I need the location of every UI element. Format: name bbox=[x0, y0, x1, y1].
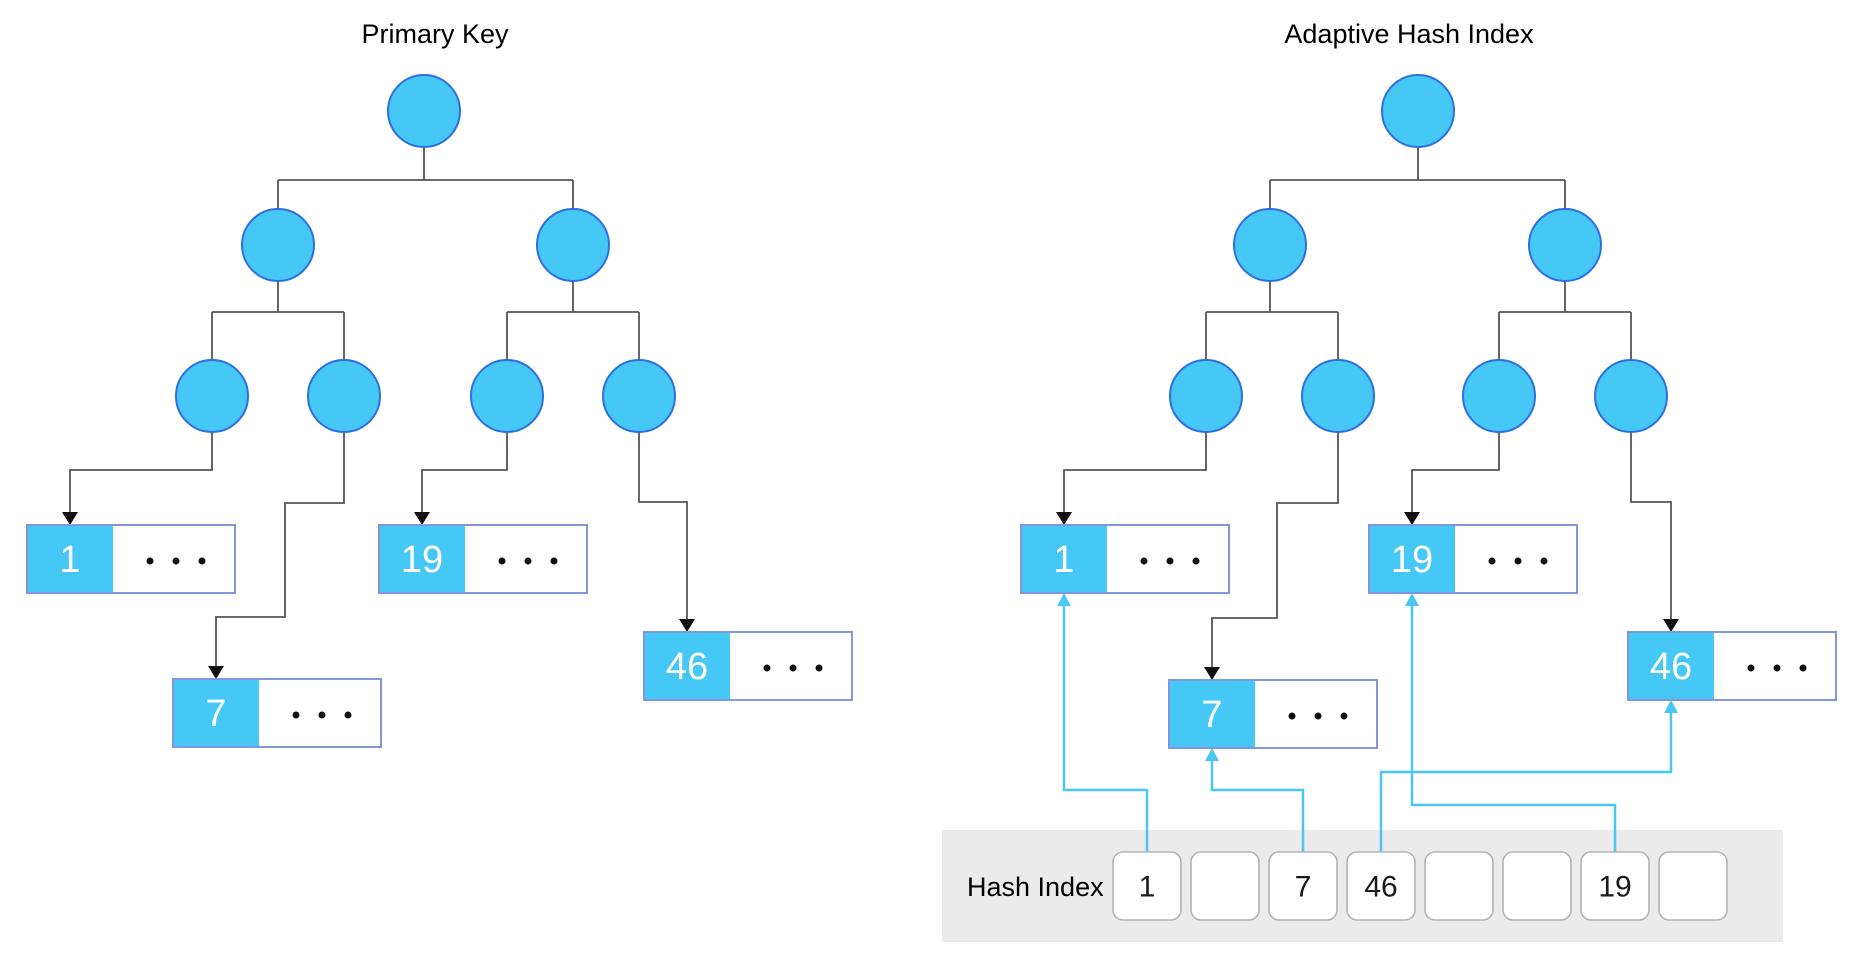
hash-cell bbox=[1424, 851, 1494, 921]
tree-connector bbox=[277, 147, 574, 209]
tree-connector bbox=[506, 281, 640, 360]
leaf-box: 1 bbox=[26, 524, 236, 594]
hash-cell-value: 46 bbox=[1364, 871, 1397, 904]
hash-cell-value: 7 bbox=[1295, 871, 1312, 904]
ellipsis-dots bbox=[1288, 712, 1348, 720]
tree-node-circle bbox=[1301, 359, 1375, 433]
leaf-pointer-arrow bbox=[62, 432, 213, 525]
hash-cell-value: 1 bbox=[1139, 871, 1156, 904]
tree-node-circle bbox=[307, 359, 381, 433]
hash-pointer-arrow bbox=[1057, 593, 1149, 852]
leaf-key-label: 46 bbox=[1650, 646, 1692, 688]
hash-index-bar: Hash Index 1 7 bbox=[942, 593, 1783, 942]
leaf-key-cell bbox=[27, 525, 113, 593]
adaptive-hash-index-tree: Adaptive Hash Index bbox=[1020, 19, 1837, 749]
ellipsis-dots bbox=[292, 711, 352, 719]
hash-cell-value: 19 bbox=[1598, 871, 1631, 904]
tree-node-circle bbox=[602, 359, 676, 433]
tree-node-circle bbox=[1462, 359, 1536, 433]
ellipsis-dots bbox=[146, 557, 206, 565]
ellipsis-dots bbox=[1140, 557, 1200, 565]
tree-node-circle bbox=[1169, 359, 1243, 433]
ellipsis-dots bbox=[1488, 557, 1548, 565]
leaf-box: 7 bbox=[1168, 679, 1378, 749]
hash-cell: 1 bbox=[1112, 851, 1182, 921]
hash-cell bbox=[1502, 851, 1572, 921]
tree-node-circle bbox=[241, 208, 315, 282]
leaf-box: 19 bbox=[1368, 524, 1578, 594]
tree-connector bbox=[1269, 147, 1566, 209]
hash-cell bbox=[1658, 851, 1728, 921]
leaf-key-label: 1 bbox=[59, 539, 80, 581]
tree-node-circle bbox=[1528, 208, 1602, 282]
tree-connector bbox=[1205, 281, 1339, 360]
leaf-key-cell bbox=[1021, 525, 1107, 593]
leaf-box: 1 bbox=[1020, 524, 1230, 594]
tree-title: Adaptive Hash Index bbox=[1284, 19, 1534, 49]
tree-node-circle bbox=[1594, 359, 1668, 433]
leaf-box: 46 bbox=[643, 631, 853, 701]
ellipsis-dots bbox=[1747, 664, 1807, 672]
hash-pointer-arrow bbox=[1205, 748, 1305, 852]
leaf-key-label: 1 bbox=[1053, 539, 1074, 581]
leaf-box: 46 bbox=[1627, 631, 1837, 701]
leaf-pointer-arrow bbox=[208, 432, 345, 679]
leaf-key-label: 7 bbox=[205, 693, 226, 735]
leaf-key-cell bbox=[1628, 632, 1714, 700]
leaf-pointer-arrow bbox=[414, 432, 508, 525]
leaf-pointer-arrow bbox=[1056, 432, 1207, 525]
hash-pointer-arrow bbox=[1379, 700, 1678, 852]
leaf-box: 19 bbox=[378, 524, 588, 594]
hash-cell bbox=[1190, 851, 1260, 921]
hash-cell: 7 bbox=[1268, 851, 1338, 921]
leaf-key-label: 7 bbox=[1201, 694, 1222, 736]
tree-node-circle bbox=[175, 359, 249, 433]
ellipsis-dots bbox=[498, 557, 558, 565]
hash-cell: 19 bbox=[1580, 851, 1650, 921]
tree-node-circle bbox=[536, 208, 610, 282]
tree-title: Primary Key bbox=[361, 19, 509, 49]
ellipsis-dots bbox=[763, 664, 823, 672]
tree-node-circle bbox=[470, 359, 544, 433]
leaf-key-cell bbox=[1169, 680, 1255, 748]
leaf-key-cell bbox=[379, 525, 465, 593]
leaf-pointer-arrow bbox=[1404, 432, 1500, 525]
leaf-key-cell bbox=[1369, 525, 1455, 593]
leaf-pointer-arrow bbox=[1630, 432, 1679, 632]
hash-pointer-arrow bbox=[1405, 593, 1617, 852]
tree-connector bbox=[211, 281, 345, 360]
leaf-key-label: 19 bbox=[1391, 539, 1433, 581]
leaf-pointer-arrow bbox=[1204, 432, 1339, 680]
leaf-pointer-arrow bbox=[638, 432, 695, 632]
tree-connector bbox=[1498, 281, 1632, 360]
tree-node-circle bbox=[1381, 74, 1455, 148]
hash-cell: 46 bbox=[1346, 851, 1416, 921]
leaf-key-label: 46 bbox=[666, 646, 708, 688]
leaf-box: 7 bbox=[172, 678, 382, 748]
hash-index-label: Hash Index bbox=[967, 872, 1104, 902]
leaf-key-cell bbox=[173, 679, 259, 747]
leaf-key-cell bbox=[644, 632, 730, 700]
tree-node-circle bbox=[387, 74, 461, 148]
primary-key-tree: Primary Key bbox=[26, 19, 853, 748]
leaf-key-label: 19 bbox=[401, 539, 443, 581]
tree-node-circle bbox=[1233, 208, 1307, 282]
